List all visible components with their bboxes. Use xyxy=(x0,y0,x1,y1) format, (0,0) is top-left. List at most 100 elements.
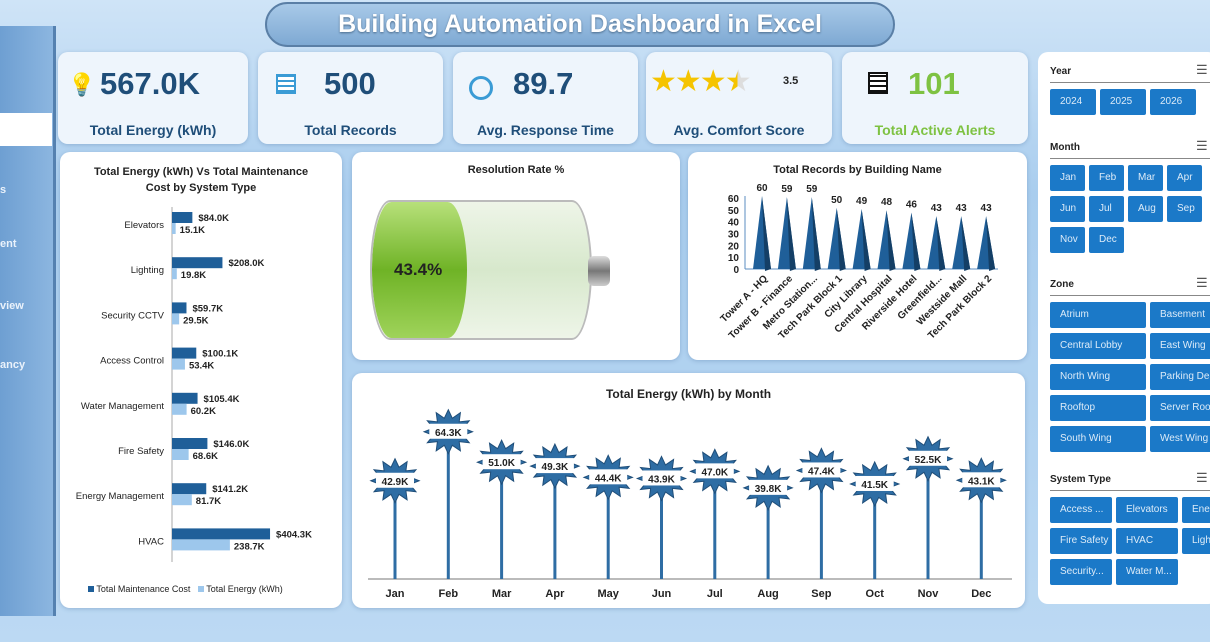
slicer-item-2-9[interactable]: West Wing xyxy=(1150,426,1210,452)
sidebar-selected-item[interactable] xyxy=(0,113,52,146)
category-label: Access Control xyxy=(100,356,164,367)
multi-select-icon[interactable]: ☰ xyxy=(1196,138,1208,153)
label-box xyxy=(962,472,1001,488)
label-box xyxy=(855,475,894,491)
slicer-item-3-1[interactable]: Elevators xyxy=(1116,497,1178,523)
x-tick-label: Nov xyxy=(918,588,940,600)
slicer-item-0-2[interactable]: 2026 xyxy=(1150,89,1196,115)
kpi-value: 89.7 xyxy=(513,66,574,101)
category-label: Energy Management xyxy=(76,491,165,502)
sidebar-item[interactable]: view xyxy=(0,300,24,312)
slicer-item-2-7[interactable]: Server Room xyxy=(1150,395,1210,421)
x-tick-label: Sep xyxy=(811,588,831,600)
slicer-item-1-6[interactable]: Aug xyxy=(1128,196,1163,222)
x-tick-label: Mar xyxy=(492,588,512,600)
gauge-value-label: 43.4% xyxy=(394,260,443,279)
data-label: 19.8K xyxy=(181,270,206,281)
data-label: $146.0K xyxy=(213,439,249,450)
slicer-item-1-7[interactable]: Sep xyxy=(1167,196,1202,222)
battery-gauge: 43.4% xyxy=(370,200,592,340)
bar-total-energy xyxy=(172,268,177,280)
slicer-item-2-1[interactable]: Basement xyxy=(1150,302,1210,328)
data-label: 51.0K xyxy=(488,458,515,469)
slicer-item-2-8[interactable]: South Wing xyxy=(1050,426,1146,452)
kpi-value: 101 xyxy=(908,66,960,101)
slicer-item-3-0[interactable]: Access ... xyxy=(1050,497,1112,523)
bar-total-energy xyxy=(172,539,230,551)
slicer-item-2-5[interactable]: Parking Deck xyxy=(1150,364,1210,390)
kpi-avg-response: 89.7 Avg. Response Time xyxy=(453,52,638,144)
slicer-item-2-3[interactable]: East Wing xyxy=(1150,333,1210,359)
slicer-item-1-4[interactable]: Jun xyxy=(1050,196,1085,222)
slicer-item-2-2[interactable]: Central Lobby xyxy=(1050,333,1146,359)
slicer-divider xyxy=(1050,490,1210,491)
slicer-item-3-6[interactable]: Security... xyxy=(1050,559,1112,585)
slicer-item-2-6[interactable]: Rooftop xyxy=(1050,395,1146,421)
slicer-item-1-1[interactable]: Feb xyxy=(1089,165,1124,191)
data-label: 15.1K xyxy=(180,225,205,236)
records-grid-icon xyxy=(276,74,296,94)
sidebar-item[interactable]: s xyxy=(0,184,7,196)
slicer-item-1-5[interactable]: Jul xyxy=(1089,196,1124,222)
category-label: Water Management xyxy=(81,401,164,412)
slicer-item-2-0[interactable]: Atrium xyxy=(1050,302,1146,328)
chart-legend: Total Maintenance Cost Total Energy (kWh… xyxy=(88,584,283,594)
x-tick-label: Oct xyxy=(866,588,885,600)
cone-shade xyxy=(936,216,946,271)
data-label: 41.5K xyxy=(861,480,888,491)
multi-select-icon[interactable]: ☰ xyxy=(1196,470,1208,485)
slicer-title: Year xyxy=(1050,66,1072,77)
data-label: 43 xyxy=(931,203,943,214)
slicer-divider xyxy=(1050,295,1210,296)
slicer-item-0-1[interactable]: 2025 xyxy=(1100,89,1146,115)
cone-shade xyxy=(836,207,846,271)
bar-total-energy xyxy=(172,403,187,415)
slicer-item-2-4[interactable]: North Wing xyxy=(1050,364,1146,390)
y-tick-label: 40 xyxy=(728,218,740,229)
data-label: $141.2K xyxy=(212,484,248,495)
data-label: 49 xyxy=(856,196,868,207)
bar-total-energy xyxy=(172,449,189,460)
category-label: Elevators xyxy=(124,220,164,231)
kpi-active-alerts: 101 Total Active Alerts xyxy=(842,52,1028,144)
slicer-divider xyxy=(1050,158,1210,159)
slicer-item-1-9[interactable]: Dec xyxy=(1089,227,1124,253)
slicer-item-3-5[interactable]: Lighting xyxy=(1182,528,1210,554)
cone-shade xyxy=(762,196,771,271)
data-label: $208.0K xyxy=(228,258,264,269)
data-label: 47.4K xyxy=(808,466,835,477)
slicer-title: System Type xyxy=(1050,474,1111,485)
slicer-item-1-2[interactable]: Mar xyxy=(1128,165,1163,191)
bar-total-energy xyxy=(172,313,180,325)
label-box xyxy=(802,462,841,478)
slicer-item-1-0[interactable]: Jan xyxy=(1050,165,1085,191)
energy-bulb-icon: 💡 xyxy=(68,72,96,97)
multi-select-icon[interactable]: ☰ xyxy=(1196,275,1208,290)
slicer-item-3-4[interactable]: HVAC xyxy=(1116,528,1178,554)
slicer-item-1-3[interactable]: Apr xyxy=(1167,165,1202,191)
sidebar-item[interactable]: ent xyxy=(0,238,17,250)
slicer-item-3-3[interactable]: Fire Safety xyxy=(1050,528,1112,554)
label-box xyxy=(429,423,468,439)
label-box xyxy=(909,450,947,466)
kpi-value: 567.0K xyxy=(100,66,200,101)
y-tick-label: 0 xyxy=(733,265,739,276)
data-label: 47.0K xyxy=(701,467,728,478)
data-label: 68.6K xyxy=(193,451,218,462)
data-label: 59 xyxy=(806,184,818,195)
slicer-item-3-2[interactable]: Energy... xyxy=(1182,497,1210,523)
data-label: 64.3K xyxy=(435,428,462,439)
slicer-item-3-7[interactable]: Water M... xyxy=(1116,559,1178,585)
chart-title: Total Energy (kWh) Vs Total Maintenance … xyxy=(93,166,309,194)
x-tick-label: Jan xyxy=(386,588,405,600)
sidebar-item[interactable]: ancy xyxy=(0,359,26,371)
label-box xyxy=(642,470,681,486)
multi-select-icon[interactable]: ☰ xyxy=(1196,62,1208,77)
data-label: 60 xyxy=(756,183,768,194)
slicer-item-0-0[interactable]: 2024 xyxy=(1050,89,1096,115)
category-label: Security CCTV xyxy=(101,310,164,321)
x-tick-label: Apr xyxy=(545,588,565,600)
slicer-item-1-8[interactable]: Nov xyxy=(1050,227,1085,253)
y-tick-label: 10 xyxy=(728,253,740,264)
